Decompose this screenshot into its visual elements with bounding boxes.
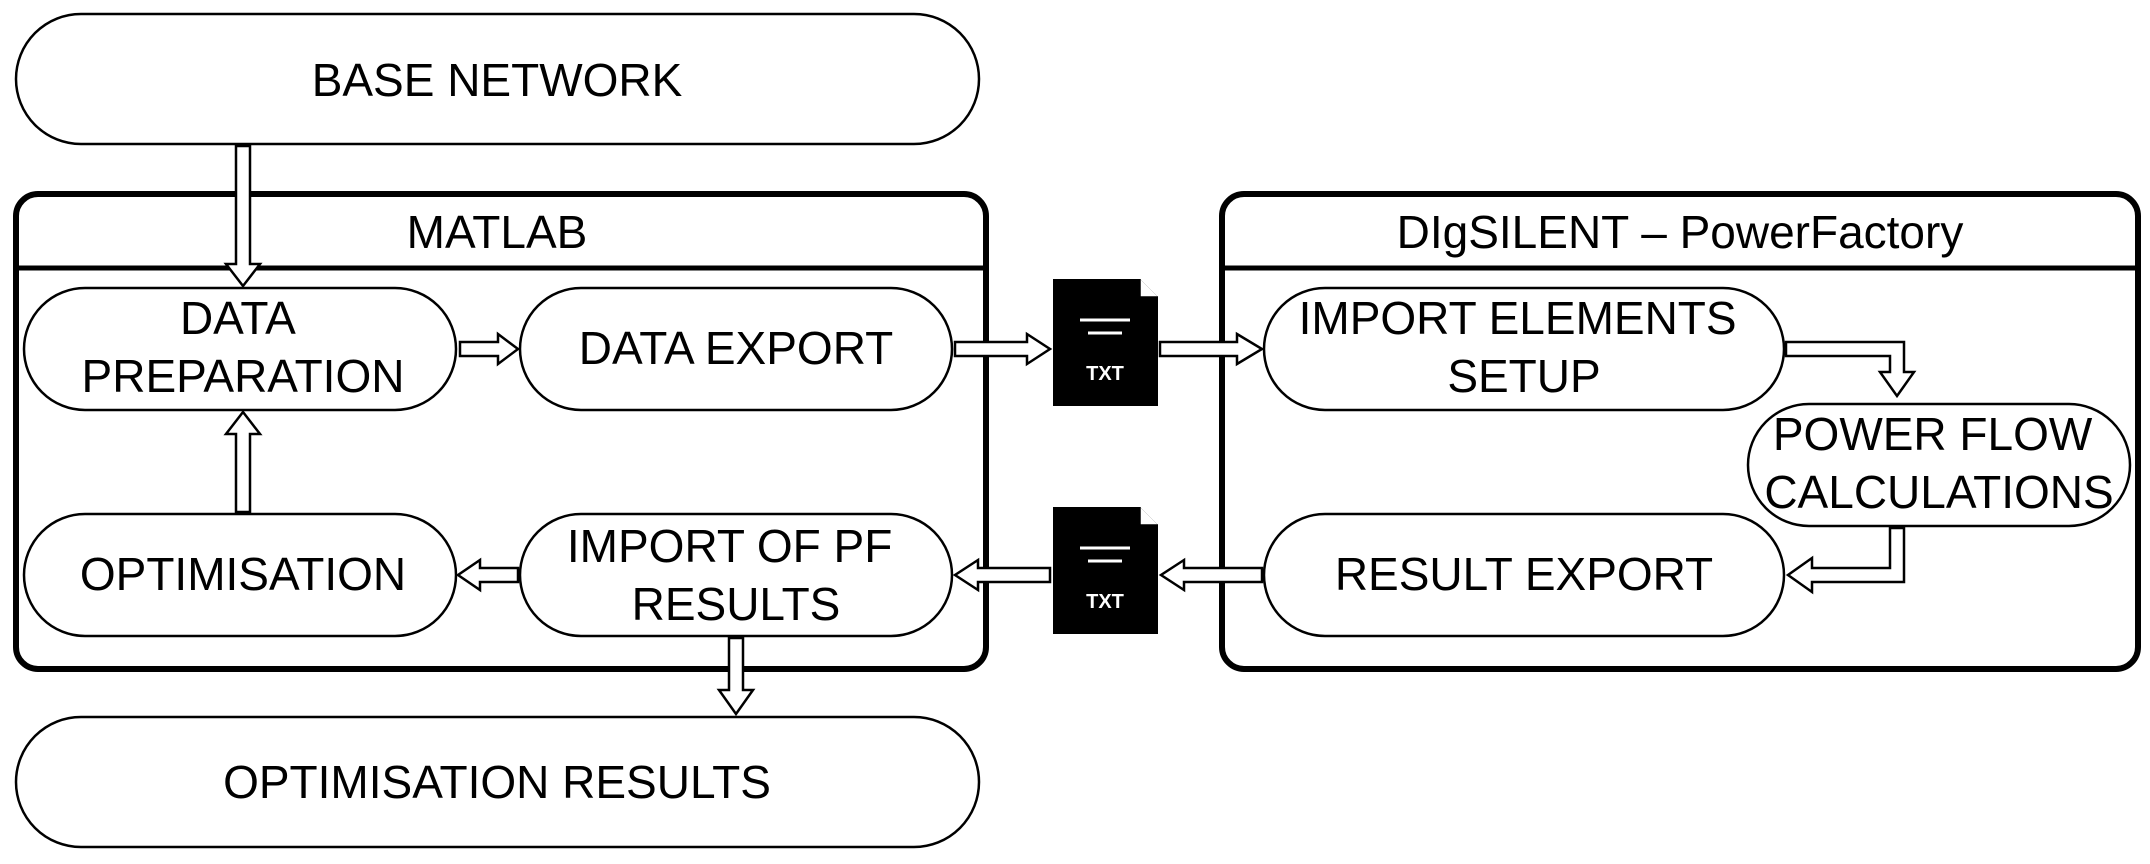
matlab-container: MATLAB	[13, 191, 989, 672]
optimisation-node: OPTIMISATION	[22, 512, 458, 638]
powerfactory-container: DIgSILENT – PowerFactory	[1219, 191, 2141, 672]
txt-file-icon-export: TXT	[1053, 279, 1158, 406]
optimisation-results-label: OPTIMISATION RESULTS	[223, 756, 771, 808]
svg-text:DATA PREPARATION: DATA PREPARATION	[82, 292, 405, 402]
base-network-node: BASE NETWORK	[14, 12, 981, 146]
arrow-powerflow-to-result	[1785, 526, 1906, 595]
arrow-pfresults-to-final	[716, 636, 756, 717]
svg-text:IMPORT OF PF RESULTS: IMPORT OF PF RESULTS	[567, 520, 905, 630]
data-preparation-line-1: DATA	[180, 292, 296, 344]
svg-text:POWER FLOW CALCULATIONS: POWER FLOW CALCULATIONS	[1764, 408, 2113, 518]
power-flow-calculations-line-2: CALCULATIONS	[1764, 466, 2113, 518]
powerfactory-title: DIgSILENT – PowerFactory	[1397, 206, 1964, 258]
import-elements-setup-line-2: SETUP	[1447, 350, 1600, 402]
import-pf-results-node: IMPORT OF PF RESULTS	[518, 512, 954, 638]
power-flow-calculations-line-1: POWER FLOW	[1773, 408, 2093, 460]
arrow-opt-to-prep	[223, 409, 263, 514]
txt-file-icon-result: TXT	[1053, 507, 1158, 634]
optimisation-label: OPTIMISATION	[80, 548, 406, 600]
result-export-node: RESULT EXPORT	[1262, 512, 1786, 638]
data-export-label: DATA EXPORT	[579, 322, 893, 374]
arrow-base-to-prep	[223, 144, 263, 289]
data-preparation-node: DATA PREPARATION	[22, 286, 458, 412]
arrow-export-to-file	[953, 331, 1053, 367]
import-elements-setup-node: IMPORT ELEMENTS SETUP	[1262, 286, 1786, 412]
matlab-title: MATLAB	[407, 206, 588, 258]
power-flow-calculations-node: POWER FLOW CALCULATIONS	[1746, 402, 2132, 528]
data-export-node: DATA EXPORT	[518, 286, 954, 412]
arrow-result-to-file	[1158, 557, 1264, 593]
arrow-pfresults-to-opt	[455, 557, 520, 593]
data-preparation-line-2: PREPARATION	[82, 350, 405, 402]
txt-label-result: TXT	[1086, 591, 1124, 613]
base-network-label: BASE NETWORK	[312, 54, 683, 106]
arrow-file-to-pfresults	[952, 557, 1052, 593]
optimisation-results-node: OPTIMISATION RESULTS	[14, 715, 981, 849]
arrow-file-to-import	[1158, 331, 1265, 367]
arrow-import-to-powerflow	[1784, 340, 1917, 399]
import-elements-setup-line-1: IMPORT ELEMENTS	[1299, 292, 1737, 344]
svg-text:IMPORT ELEMENTS SETUP: IMPORT ELEMENTS SETUP	[1299, 292, 1750, 402]
result-export-label: RESULT EXPORT	[1335, 548, 1713, 600]
import-pf-results-line-1: IMPORT OF PF	[567, 520, 892, 572]
arrow-prep-to-export	[458, 331, 521, 367]
import-pf-results-line-2: RESULTS	[632, 578, 841, 630]
txt-label-export: TXT	[1086, 363, 1124, 385]
